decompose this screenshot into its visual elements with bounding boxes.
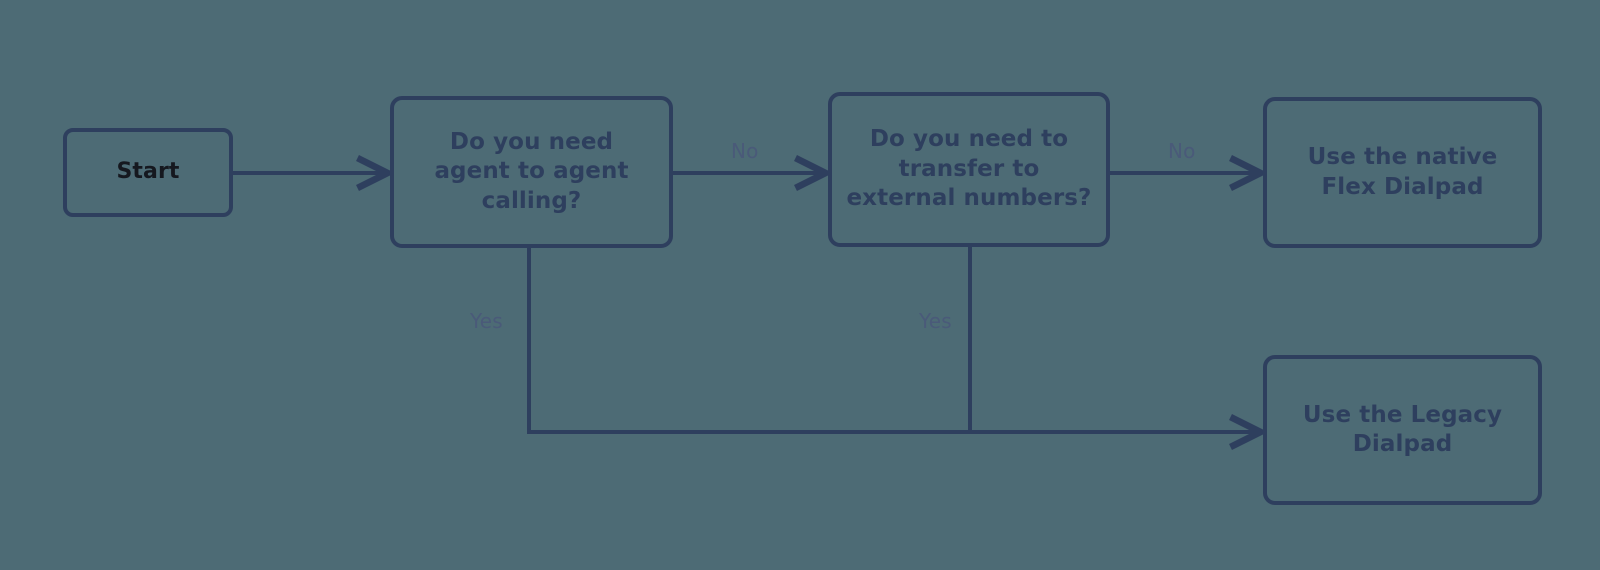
node-start-label: Start [116,159,180,185]
node-decision-agent-to-agent[interactable]: Do you need agent to agent calling? [390,96,673,248]
node-outcome-native-flex-dialpad-label: Use the native Flex Dialpad [1307,144,1498,200]
node-outcome-legacy-dialpad-label: Use the Legacy Dialpad [1302,401,1503,457]
edge-label-decision1-no: No [731,139,759,163]
node-start[interactable]: Start [63,128,233,217]
node-outcome-native-flex-dialpad[interactable]: Use the native Flex Dialpad [1263,97,1542,248]
edge-label-decision2-no: No [1168,139,1196,163]
edge-label-decision2-yes: Yes [919,309,952,333]
edge-decision1-yes-to-legacy [527,248,1259,432]
node-decision-agent-to-agent-label: Do you need agent to agent calling? [434,128,629,214]
edge-label-decision1-yes: Yes [470,309,503,333]
node-decision-external-transfer-label: Do you need to transfer to external numb… [846,126,1092,212]
node-outcome-legacy-dialpad[interactable]: Use the Legacy Dialpad [1263,355,1542,505]
node-decision-external-transfer[interactable]: Do you need to transfer to external numb… [828,92,1110,247]
